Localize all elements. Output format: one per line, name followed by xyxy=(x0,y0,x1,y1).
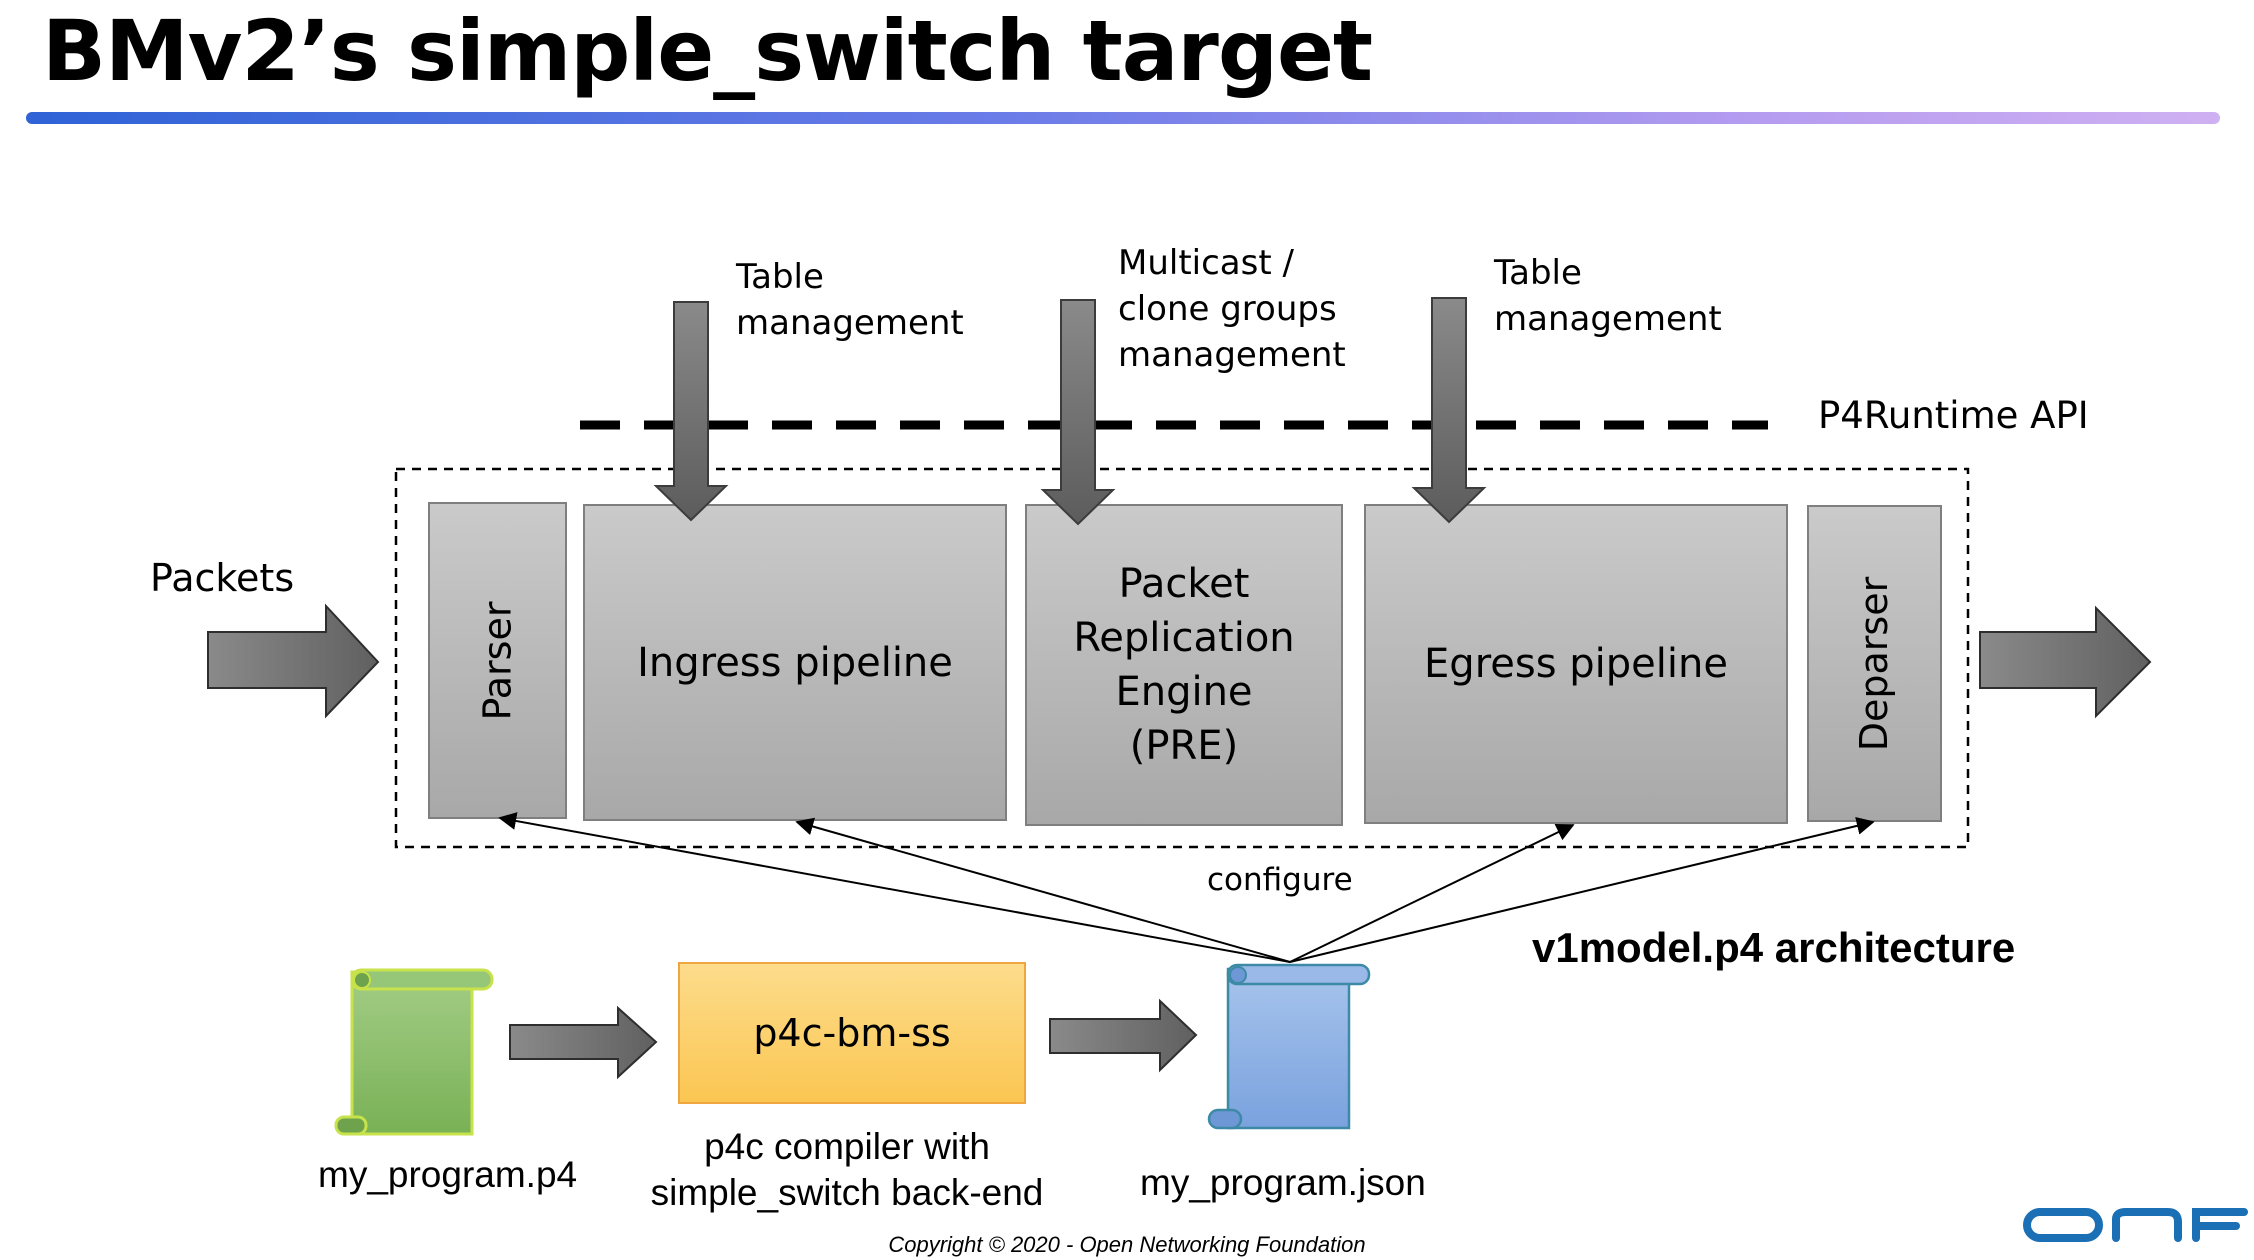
deparser-box xyxy=(1807,505,1942,822)
multicast-management-label: Multicast / clone groups management xyxy=(1118,243,1346,375)
page-title: BMv2’s simple_switch target xyxy=(42,2,1373,100)
table-management-arrow-left xyxy=(653,301,729,522)
title-underline xyxy=(26,112,2220,124)
onf-logo xyxy=(2023,1208,2248,1242)
ingress-pipeline-label: Ingress pipeline xyxy=(637,639,953,686)
parser-label: Parser xyxy=(475,601,520,720)
configure-arrows xyxy=(498,812,1875,963)
compiler-description: p4c compiler with simple_switch back-end xyxy=(650,1126,1044,1213)
multicast-management-arrow xyxy=(1040,299,1116,526)
packets-out-arrow xyxy=(1979,605,2152,719)
source-file-label: my_program.p4 xyxy=(318,1154,578,1195)
packets-in-arrow xyxy=(207,603,380,719)
table-management-right-label: Table management xyxy=(1494,253,1722,339)
configure-label: configure xyxy=(1207,862,1353,898)
copyright-notice: Copyright © 2020 - Open Networking Found… xyxy=(888,1232,1366,1257)
p4runtime-api-label: P4Runtime API xyxy=(1818,394,2089,437)
compiler-label: p4c-bm-ss xyxy=(753,1011,951,1055)
compiler-to-json-arrow xyxy=(1049,998,1198,1073)
configure-arrow-parser xyxy=(498,812,1291,963)
output-file-icon xyxy=(1207,963,1371,1130)
egress-pipeline-label: Egress pipeline xyxy=(1424,641,1728,687)
ingress-box xyxy=(583,504,1007,821)
pre-label: Packet Replication Engine (PRE) xyxy=(1073,561,1295,769)
table-management-left-label: Table management xyxy=(736,257,964,343)
pre-box xyxy=(1025,504,1343,826)
configure-arrow-ingress xyxy=(795,817,1291,963)
parser-box xyxy=(428,502,567,819)
compiler-box xyxy=(678,962,1026,1104)
configure-arrow-deparser xyxy=(1289,817,1875,963)
switch-boundary xyxy=(394,467,1970,849)
configure-arrow-egress xyxy=(1289,823,1575,963)
table-management-arrow-right xyxy=(1411,297,1487,524)
source-file-icon xyxy=(334,968,494,1136)
deparser-label: Deparser xyxy=(1852,576,1897,751)
packets-label: Packets xyxy=(150,556,295,600)
egress-box xyxy=(1364,504,1788,824)
architecture-label: v1model.p4 architecture xyxy=(1532,924,2016,971)
source-to-compiler-arrow xyxy=(509,1005,658,1080)
output-file-label: my_program.json xyxy=(1140,1162,1426,1203)
